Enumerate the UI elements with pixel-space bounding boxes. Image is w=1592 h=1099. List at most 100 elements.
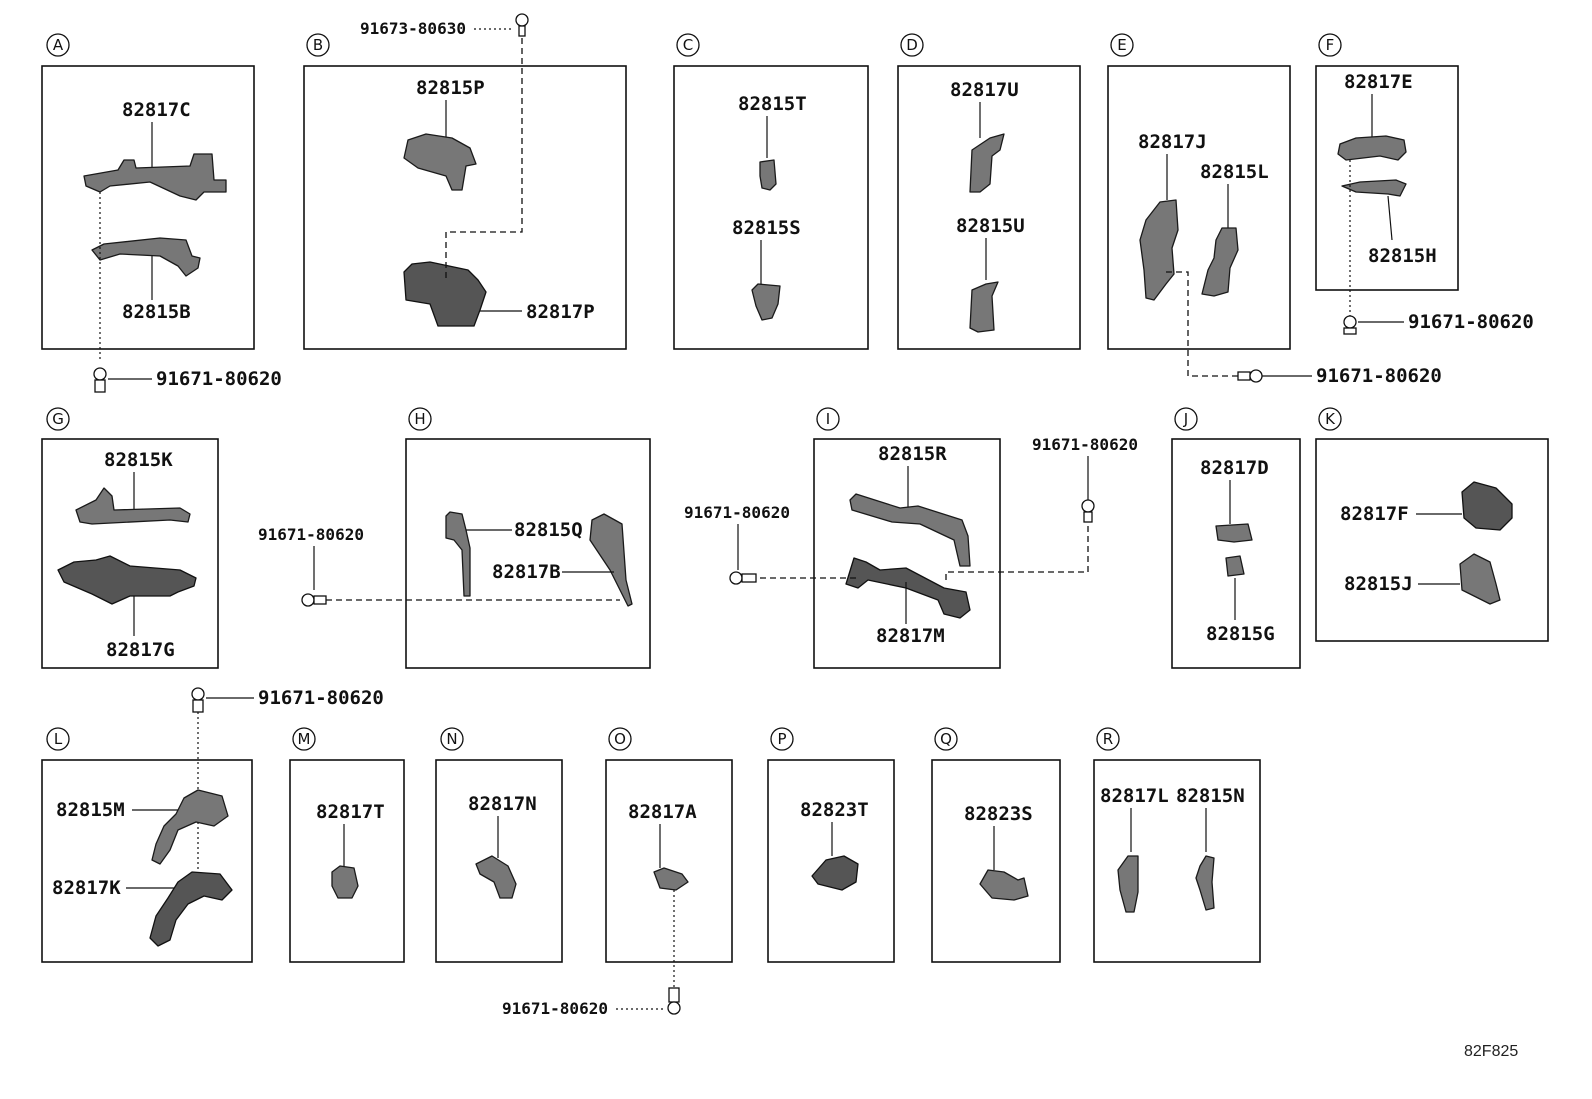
part-82815L-label: 82815L: [1200, 161, 1269, 183]
bolt-icon: [93, 367, 107, 393]
section-b-letter: B: [313, 36, 323, 54]
section-p: P 82823T: [767, 727, 895, 963]
section-k: K 82817F 82815J: [1315, 407, 1549, 642]
bolt-icon: [1237, 369, 1263, 383]
part-82817N-shape: [475, 855, 517, 899]
part-82815J-label: 82815J: [1344, 573, 1413, 595]
part-82817D-shape: [1215, 523, 1253, 543]
part-82817D-label: 82817D: [1200, 457, 1269, 479]
part-82815U-shape: [969, 281, 999, 333]
part-82823T-shape: [811, 855, 859, 891]
section-e: E 82817J 82815L 91671-80620: [1107, 33, 1442, 387]
part-82815N-shape: [1195, 855, 1215, 911]
part-82815Q-label: 82815Q: [514, 519, 583, 541]
part-82817F-shape: [1461, 481, 1513, 531]
section-o-letter: O: [614, 730, 626, 748]
bolt-icon: [191, 687, 205, 713]
part-82817C-label: 82817C: [122, 99, 191, 121]
part-82817E-label: 82817E: [1344, 71, 1413, 93]
fastener-91671-80620-label: 91671-80620: [156, 368, 282, 390]
section-a: A 82817C 82815B: [41, 33, 255, 362]
part-82817P-label: 82817P: [526, 301, 595, 323]
part-82815P-label: 82815P: [416, 77, 485, 99]
fastener-i-right: 91671-80620: [1032, 435, 1138, 523]
bolt-icon: [515, 13, 529, 37]
part-82815R-label: 82815R: [878, 443, 947, 465]
part-82815K-shape: [75, 487, 191, 525]
part-82817U-label: 82817U: [950, 79, 1019, 101]
part-82817U-shape: [969, 133, 1005, 193]
part-82823S-label: 82823S: [964, 803, 1033, 825]
part-82815Q-shape: [445, 511, 471, 597]
bolt-icon: [1081, 499, 1095, 523]
section-j: J 82817D 82815G: [1171, 407, 1301, 669]
part-82817M-label: 82817M: [876, 625, 945, 647]
section-a-letter: A: [53, 36, 64, 54]
part-82815T-label: 82815T: [738, 93, 807, 115]
part-82815M-shape: [151, 789, 229, 865]
section-p-letter: P: [777, 730, 786, 748]
part-82815S-label: 82815S: [732, 217, 801, 239]
part-82817L-label: 82817L: [1100, 785, 1169, 807]
part-82817G-shape: [57, 555, 197, 605]
fastener-91671-80620-label: 91671-80620: [1032, 435, 1138, 454]
part-82823T-label: 82823T: [800, 799, 869, 821]
part-82817J-label: 82817J: [1138, 131, 1207, 153]
diagram-code: 82F825: [1464, 1043, 1518, 1060]
section-c: C 82815T 82815S: [673, 33, 869, 350]
section-r: R 82817L 82815N: [1093, 727, 1261, 963]
part-82815N-label: 82815N: [1176, 785, 1245, 807]
part-82817A-label: 82817A: [628, 801, 697, 823]
part-82817N-label: 82817N: [468, 793, 537, 815]
part-82817T-shape: [331, 865, 359, 899]
part-82817A-shape: [653, 867, 689, 891]
section-i-letter: I: [826, 410, 830, 428]
part-82817K-shape: [149, 871, 233, 947]
part-82815G-shape: [1225, 555, 1245, 577]
section-j-letter: J: [1183, 410, 1188, 428]
part-82815J-shape: [1459, 553, 1501, 605]
part-82815H-label: 82815H: [1368, 245, 1437, 267]
fastener-91671-80620-label: 91671-80620: [258, 525, 364, 544]
part-82817B-label: 82817B: [492, 561, 561, 583]
part-82817K-label: 82817K: [52, 877, 121, 899]
fastener-o: 91671-80620: [502, 987, 681, 1018]
section-i: I 82815R 82817M: [760, 407, 1089, 669]
section-n: N 82817N: [435, 727, 563, 963]
fastener-91671-80620-label: 91671-80620: [502, 999, 608, 1018]
section-m-letter: M: [298, 730, 311, 748]
section-m: M 82817T: [289, 727, 405, 963]
part-82817C-shape: [83, 153, 227, 201]
fastener-91671-80620-label: 91671-80620: [258, 687, 384, 709]
section-l-letter: L: [54, 730, 63, 748]
bolt-icon: [1343, 315, 1357, 335]
fastener-91671-80620-label: 91671-80620: [1316, 365, 1442, 387]
part-82815B-label: 82815B: [122, 301, 191, 323]
section-d: D 82817U 82815U: [897, 33, 1081, 350]
section-o: O 82817A: [605, 727, 733, 1000]
section-h: H 82815Q 82817B: [405, 407, 651, 669]
part-82817G-label: 82817G: [106, 639, 175, 661]
fastener-91671-80620-label: 91671-80620: [1408, 311, 1534, 333]
section-h-letter: H: [414, 410, 425, 428]
section-g-letter: G: [52, 410, 64, 428]
fastener-l: 91671-80620: [191, 687, 384, 880]
fastener-91673-80630-label: 91673-80630: [360, 19, 466, 38]
part-82817M-shape: [845, 557, 971, 619]
part-82815B-shape: [91, 237, 201, 277]
section-b: B 82815P 82817P 91673-80630: [303, 13, 627, 350]
bolt-icon: [667, 987, 681, 1015]
fastener-a: 91671-80620: [93, 367, 282, 393]
section-r-letter: R: [1103, 730, 1113, 748]
part-82815H-shape: [1341, 179, 1407, 197]
part-82815S-shape: [751, 283, 781, 321]
section-c-letter: C: [683, 36, 693, 54]
part-82817P-shape: [403, 261, 487, 327]
part-82815K-label: 82815K: [104, 449, 173, 471]
section-q: Q 82823S: [931, 727, 1061, 963]
part-82815U-label: 82815U: [956, 215, 1025, 237]
part-82817E-shape: [1337, 135, 1407, 161]
section-n-letter: N: [446, 730, 457, 748]
section-k-letter: K: [1325, 410, 1336, 428]
